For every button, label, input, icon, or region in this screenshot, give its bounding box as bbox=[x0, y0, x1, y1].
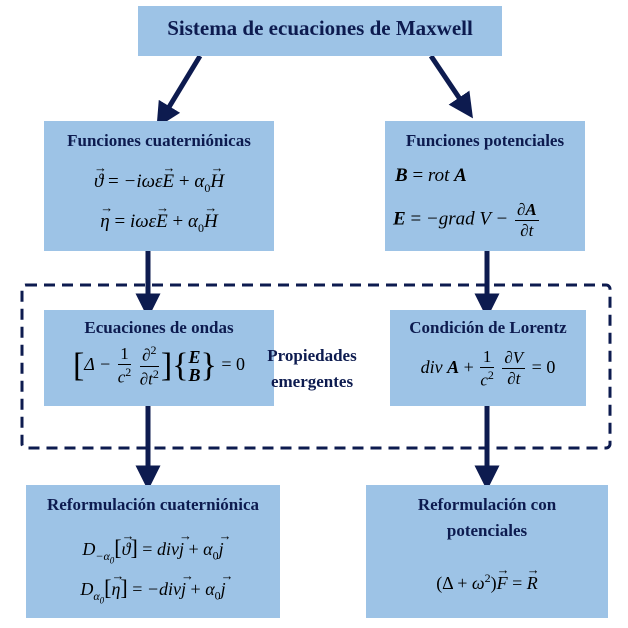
potenciales-box: Funciones potenciales B = rot A E = −gra… bbox=[385, 121, 585, 251]
cuaternionicas-title: Funciones cuaterniónicas bbox=[67, 131, 251, 150]
arrow-maxwell-to-potenciales bbox=[428, 54, 473, 119]
emergent-properties-frame bbox=[20, 283, 612, 450]
reform-cuat-box: Reformulación cuaterniónica D−α0[ϑ] = di… bbox=[26, 485, 280, 618]
potenciales-title: Funciones potenciales bbox=[405, 131, 565, 150]
reform-pot-eq: (Δ + ω2)F = R bbox=[366, 562, 608, 594]
arrow-maxwell-to-cuaternionicas bbox=[156, 54, 203, 128]
cuaternionicas-box: Funciones cuaterniónicas ϑ = −iωεE + α0H… bbox=[44, 121, 274, 251]
reform-pot-box: Reformulación con potenciales (Δ + ω2)F … bbox=[366, 485, 608, 618]
reform-cuat-eq1: D−α0[ϑ] = divj + α0j bbox=[26, 528, 280, 565]
fraction-dA-dt: ∂A∂t bbox=[514, 200, 539, 240]
cuaternionicas-eq1: ϑ = −iωεE + α0H bbox=[44, 160, 274, 196]
maxwell-box: Sistema de ecuaciones de Maxwell bbox=[138, 6, 502, 56]
reform-cuat-eq2: Dα0[η] = −divj + α0j bbox=[26, 568, 280, 605]
lorentz-title: Condición de Lorentz bbox=[409, 318, 567, 337]
potenciales-eq2: E = −grad V − ∂A∂t bbox=[393, 200, 539, 240]
emergent-line1: Propiedades bbox=[267, 346, 357, 365]
emergent-properties-label: Propiedades emergentes bbox=[260, 343, 364, 395]
cuaternionicas-eq2: η = iωεE + α0H bbox=[44, 200, 274, 236]
potenciales-eq1: B = rot A bbox=[395, 165, 467, 186]
reform-cuat-title: Reformulación cuaterniónica bbox=[47, 495, 259, 514]
reform-pot-title-line2: potenciales bbox=[446, 521, 528, 540]
ondas-title: Ecuaciones de ondas bbox=[84, 318, 234, 337]
maxwell-title: Sistema de ecuaciones de Maxwell bbox=[167, 16, 473, 40]
emergent-line2: emergentes bbox=[270, 372, 354, 391]
reform-pot-title-line1: Reformulación con bbox=[417, 495, 557, 514]
